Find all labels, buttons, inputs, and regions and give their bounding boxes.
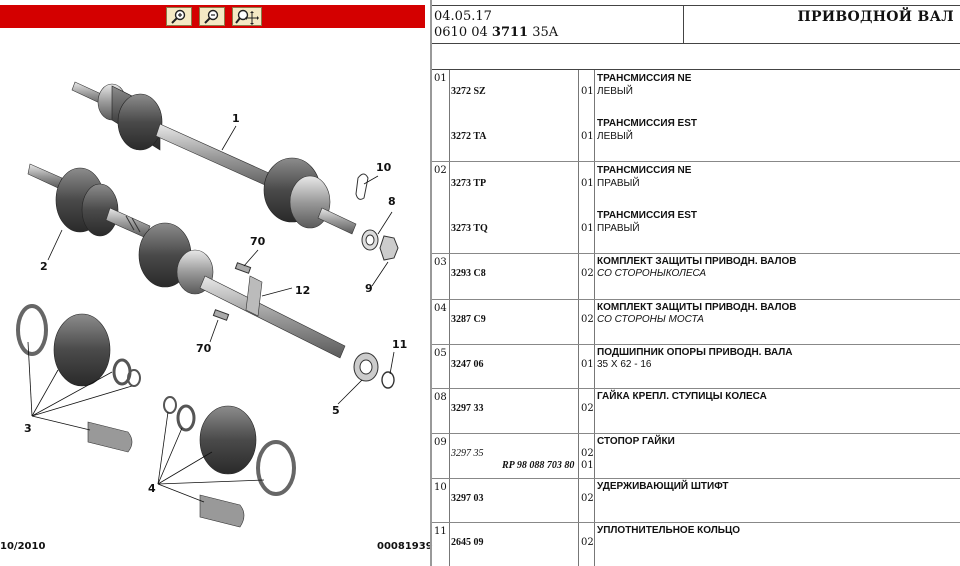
header-spacer [432, 44, 960, 70]
part-sub: ПРАВЫЙ [597, 178, 640, 189]
part-qty: 02 [581, 314, 594, 325]
part-ref[interactable]: 2645 09 [451, 537, 484, 548]
part-qty: 02 [581, 448, 594, 459]
part-qty: 01 [581, 223, 594, 234]
zoom-move-icon [235, 9, 259, 25]
parts-header: 04.05.17 0610 04 3711 35A ПРИВОДНОЙ ВАЛ [432, 5, 960, 44]
part-desc: УДЕРЖИВАЮЩИЙ ШТИФТ [597, 481, 729, 492]
item-number: 03 [434, 257, 447, 268]
part-ref[interactable]: 3247 06 [451, 359, 484, 370]
item-number: 08 [434, 392, 447, 403]
callout-3: 3 [24, 422, 32, 435]
part-sub: СО СТОРОНЫ МОСТА [597, 314, 704, 325]
part-ref[interactable]: 3293 C8 [451, 268, 486, 279]
callout-8: 8 [388, 195, 396, 208]
part-desc: КОМПЛЕКТ ЗАЩИТЫ ПРИВОДН. ВАЛОВ [597, 302, 797, 313]
diagram-date: 10/2010 [0, 541, 46, 552]
table-row-04[interactable]: 04 3287 C9 02 КОМПЛЕКТ ЗАЩИТЫ ПРИВОДН. В… [432, 300, 960, 345]
part-desc: ТРАНСМИССИЯ NE [597, 165, 692, 176]
part-sub: ПРАВЫЙ [597, 223, 640, 234]
callout-10: 10 [376, 161, 392, 174]
boot-kit-wheel-side [16, 304, 141, 453]
parts-table: 01 3272 SZ 01 ТРАНСМИССИЯ NE ЛЕВЫЙ 3272 … [432, 70, 960, 566]
table-row-08[interactable]: 08 3297 33 02 ГАЙКА КРЕПЛ. СТУПИЦЫ КОЛЕС… [432, 389, 960, 434]
part-desc: ПОДШИПНИК ОПОРЫ ПРИВОДН. ВАЛА [597, 347, 793, 358]
item-number: 09 [434, 437, 447, 448]
part-sub: СО СТОРОНЫКОЛЕСА [597, 268, 707, 279]
parts-table-panel: 04.05.17 0610 04 3711 35A ПРИВОДНОЙ ВАЛ … [432, 0, 960, 566]
part-qty: 02 [581, 268, 594, 279]
driveshaft-exploded-diagram: 1 2 3 4 5 8 9 10 11 12 70 70 [16, 81, 407, 528]
part-qty: 01 [581, 359, 594, 370]
item-number: 04 [434, 303, 447, 314]
table-row-10[interactable]: 10 3297 03 02 УДЕРЖИВАЮЩИЙ ШТИФТ [432, 479, 960, 523]
table-row-05[interactable]: 05 3247 06 01 ПОДШИПНИК ОПОРЫ ПРИВОДН. В… [432, 345, 960, 389]
nut-and-rings [212, 173, 399, 389]
part-sub: ЛЕВЫЙ [597, 131, 633, 142]
table-row-09[interactable]: 09 3297 35 RP 98 088 703 80 02 01 СТОПОР… [432, 434, 960, 479]
item-number: 11 [434, 526, 447, 537]
zoom-in-button[interactable] [166, 7, 192, 26]
part-qty: 02 [581, 493, 594, 504]
callout-4: 4 [148, 482, 156, 495]
replacement-ref[interactable]: RP 98 088 703 80 [502, 460, 575, 471]
page-title: ПРИВОДНОЙ ВАЛ [797, 9, 954, 25]
part-desc: СТОПОР ГАЙКИ [597, 436, 675, 447]
part-desc: ТРАНСМИССИЯ EST [597, 118, 697, 129]
part-qty: 02 [581, 537, 594, 548]
table-row-02[interactable]: 02 3273 TP 01 ТРАНСМИССИЯ NE ПРАВЫЙ 3273… [432, 162, 960, 254]
zoom-toolbar [0, 5, 425, 28]
part-ref[interactable]: 3297 33 [451, 403, 484, 414]
part-qty: 01 [581, 86, 594, 97]
callout-2: 2 [40, 260, 48, 273]
table-row-01[interactable]: 01 3272 SZ 01 ТРАНСМИССИЯ NE ЛЕВЫЙ 3272 … [432, 70, 960, 162]
part-qty-replacement: 01 [581, 460, 594, 471]
driveshaft-right [27, 163, 346, 359]
header-date: 04.05.17 [434, 9, 492, 24]
part-qty: 01 [581, 131, 594, 142]
part-sub: ЛЕВЫЙ [597, 86, 633, 97]
item-number: 05 [434, 348, 447, 359]
part-desc: ТРАНСМИССИЯ NE [597, 73, 692, 84]
part-ref[interactable]: 3272 TA [451, 131, 487, 142]
panel-separator [430, 0, 432, 566]
part-ref[interactable]: 3272 SZ [451, 86, 486, 97]
part-ref[interactable]: 3273 TP [451, 178, 487, 189]
item-number: 01 [434, 73, 447, 84]
callout-12: 12 [295, 284, 310, 297]
callout-1: 1 [232, 112, 240, 125]
part-sub: 35 X 62 - 16 [597, 359, 652, 370]
part-qty: 02 [581, 403, 594, 414]
callout-9: 9 [365, 282, 373, 295]
callout-70-upper: 70 [250, 235, 266, 248]
part-ref[interactable]: 3273 TQ [451, 223, 488, 234]
part-desc: КОМПЛЕКТ ЗАЩИТЫ ПРИВОДН. ВАЛОВ [597, 256, 797, 267]
part-desc: ГАЙКА КРЕПЛ. СТУПИЦЫ КОЛЕСА [597, 391, 767, 402]
zoom-move-button[interactable] [232, 7, 262, 26]
zoom-out-icon [204, 9, 219, 24]
part-ref[interactable]: 3287 C9 [451, 314, 486, 325]
driveshaft-left [71, 81, 357, 235]
callout-70-lower: 70 [196, 342, 212, 355]
leader-lines [27, 125, 395, 503]
diagram-id: 00081939 [377, 541, 433, 552]
table-row-03[interactable]: 03 3293 C8 02 КОМПЛЕКТ ЗАЩИТЫ ПРИВОДН. В… [432, 254, 960, 300]
callout-5: 5 [332, 404, 340, 417]
callout-11: 11 [392, 338, 407, 351]
part-desc: ТРАНСМИССИЯ EST [597, 210, 697, 221]
part-ref[interactable]: 3297 03 [451, 493, 484, 504]
item-number: 02 [434, 165, 447, 176]
diagram-panel: 1 2 3 4 5 8 9 10 11 12 70 70 10/2010 000… [0, 0, 433, 566]
table-row-11[interactable]: 11 2645 09 02 УПЛОТНИТЕЛЬНОЕ КОЛЬЦО [432, 523, 960, 566]
item-number: 10 [434, 482, 447, 493]
part-qty: 01 [581, 178, 594, 189]
header-code: 0610 04 3711 35A [434, 25, 559, 40]
part-ref[interactable]: 3297 35 [451, 448, 484, 459]
part-desc: УПЛОТНИТЕЛЬНОЕ КОЛЬЦО [597, 525, 741, 536]
zoom-in-icon [171, 9, 186, 24]
zoom-out-button[interactable] [199, 7, 225, 26]
boot-kit-axle-side [163, 396, 296, 528]
